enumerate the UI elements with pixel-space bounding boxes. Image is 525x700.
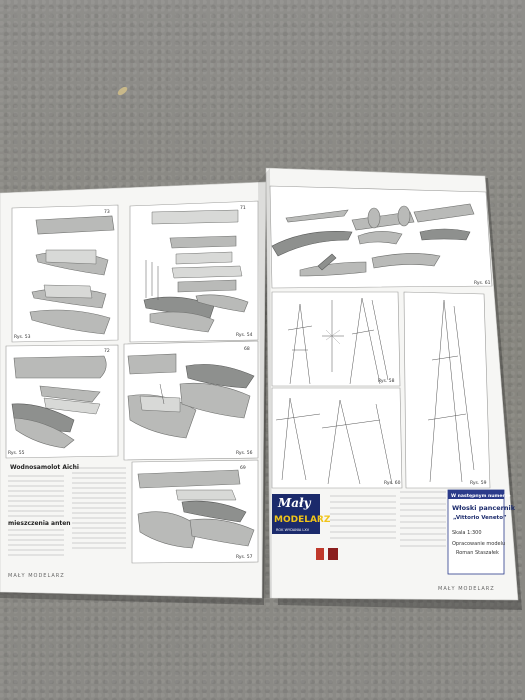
next-issue-title: Włoski pancernik [452,504,516,512]
figure-label: Rys. 55 [8,450,25,456]
figure-label: Rys. 57 [236,554,253,560]
figure-rys-54: Rys. 54 71 [129,200,259,343]
next-issue-heading: W następnym numerze [451,493,511,499]
figure-rys-57: Rys. 57 69 [131,459,259,564]
figure-label: Rys. 58 [378,378,395,384]
right-footer: MAŁY MODELARZ [438,586,495,592]
figure-number: 71 [240,205,246,211]
ministry-logo [328,548,338,560]
article-heading: Wodnosamolot Aichi [10,464,79,471]
figure-label: Rys. 53 [14,334,31,340]
next-issue-box: W następnym numerze Włoski pancernik „Vi… [447,489,516,575]
next-issue-item: Opracowanie modelu [452,541,505,547]
next-issue-item: Roman Staszałek [456,550,499,556]
figure-number: 69 [240,465,246,471]
figure-label: Rys. 61 [474,280,491,286]
figure-number: 72 [104,348,110,354]
figure-label: Rys. 54 [236,332,253,338]
figure-label: Rys. 60 [384,480,401,486]
article-text: Wodnosamolot Aichi mieszczenia anten [8,464,126,556]
figure-rys-61: Rys. 61 [269,185,493,289]
figure-number: 73 [104,209,110,215]
figure-label: Rys. 59 [470,480,487,486]
figure-rys-58: Rys. 58 [271,291,401,387]
logo-line-3: ROK WYDANIA LXV [276,528,310,532]
figure-label: Rys. 56 [236,450,253,456]
publisher-logo [316,548,324,560]
figure-rys-59: Rys. 59 [403,291,491,489]
figure-rys-60: Rys. 60 [271,387,403,489]
next-issue-subtitle: „Vittorio Veneto” [453,515,507,521]
logo-line-1: Mały [277,496,312,510]
figure-rys-56: Rys. 56 68 [123,340,259,461]
magazine-logo [272,494,320,534]
next-issue-item: Skala 1:300 [452,530,482,536]
logo-line-2: MODELARZ [274,515,331,525]
left-footer: MAŁY MODELARZ [8,573,65,579]
masthead: Mały MODELARZ ROK WYDANIA LXV [272,491,446,560]
figure-rys-53: Rys. 53 73 [11,204,119,343]
figure-number: 68 [244,346,250,352]
article-subheading: mieszczenia anten [8,520,71,527]
figure-rys-55: Rys. 55 72 [5,344,119,459]
